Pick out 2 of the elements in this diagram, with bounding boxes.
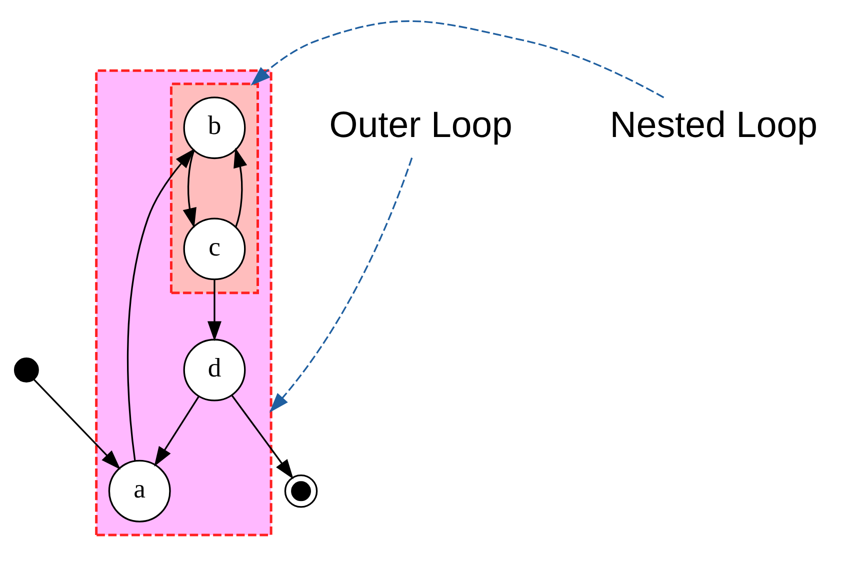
node-text: Outer Loop <box>329 104 512 145</box>
node-text: Nested Loop <box>610 104 818 145</box>
